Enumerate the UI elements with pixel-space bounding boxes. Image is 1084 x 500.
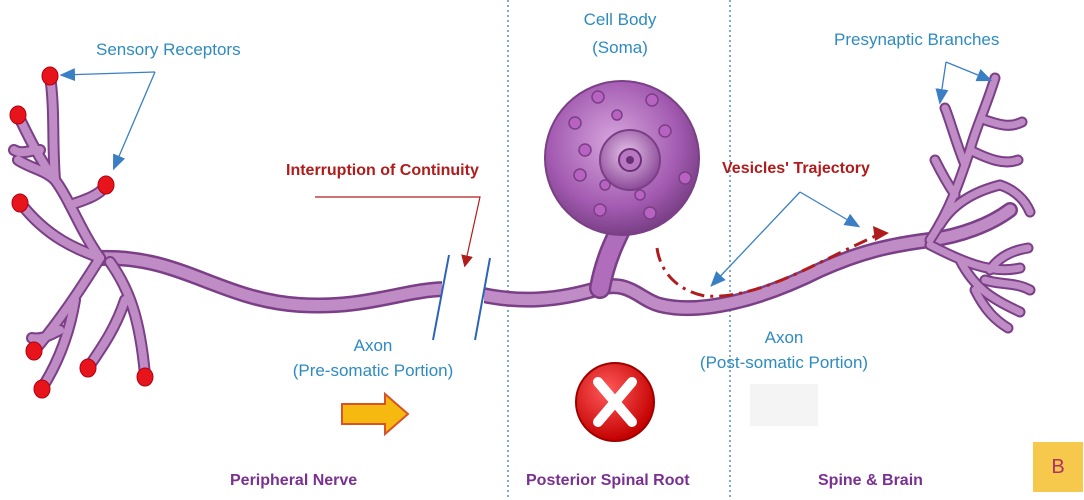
label-region-peripheral: Peripheral Nerve xyxy=(230,472,357,490)
right-arrow-icon xyxy=(342,394,408,434)
label-axon-pre-line1: Axon xyxy=(276,336,470,356)
sensory-arrow-1 xyxy=(62,72,155,75)
presynaptic-arrow-1 xyxy=(940,62,946,102)
label-interruption: Interruption of Continuity xyxy=(286,162,479,180)
axon-main xyxy=(100,210,1010,308)
label-region-root: Posterior Spinal Root xyxy=(526,472,690,490)
vesicle-arrowhead xyxy=(873,226,889,241)
label-cell-body-line1: Cell Body xyxy=(560,10,680,30)
label-axon-pre-line2: (Pre-somatic Portion) xyxy=(276,361,470,381)
panel-badge: B xyxy=(1033,442,1083,492)
label-axon-post-line1: Axon xyxy=(684,328,884,348)
label-axon-post-line2: (Post-somatic Portion) xyxy=(684,353,884,373)
sensory-arrow-2 xyxy=(114,72,155,168)
interruption-mark xyxy=(433,255,490,340)
vesicles-arrow-1 xyxy=(712,192,800,285)
label-axon-post: Axon (Post-somatic Portion) xyxy=(684,328,884,373)
label-axon-pre: Axon (Pre-somatic Portion) xyxy=(276,336,470,381)
label-presynaptic-branches: Presynaptic Branches xyxy=(834,30,999,50)
presynaptic-arrow-2 xyxy=(946,62,990,80)
label-cell-body: Cell Body (Soma) xyxy=(560,10,680,58)
soma xyxy=(545,81,699,235)
label-region-spine: Spine & Brain xyxy=(818,472,923,490)
label-cell-body-line2: (Soma) xyxy=(560,38,680,58)
red-x-circle-icon xyxy=(576,363,654,441)
blank-patch xyxy=(750,384,818,426)
vesicles-arrow-2 xyxy=(800,192,858,226)
label-sensory-receptors: Sensory Receptors xyxy=(96,40,241,60)
interruption-pointer xyxy=(315,197,480,265)
label-vesicles: Vesicles' Trajectory xyxy=(722,160,870,178)
